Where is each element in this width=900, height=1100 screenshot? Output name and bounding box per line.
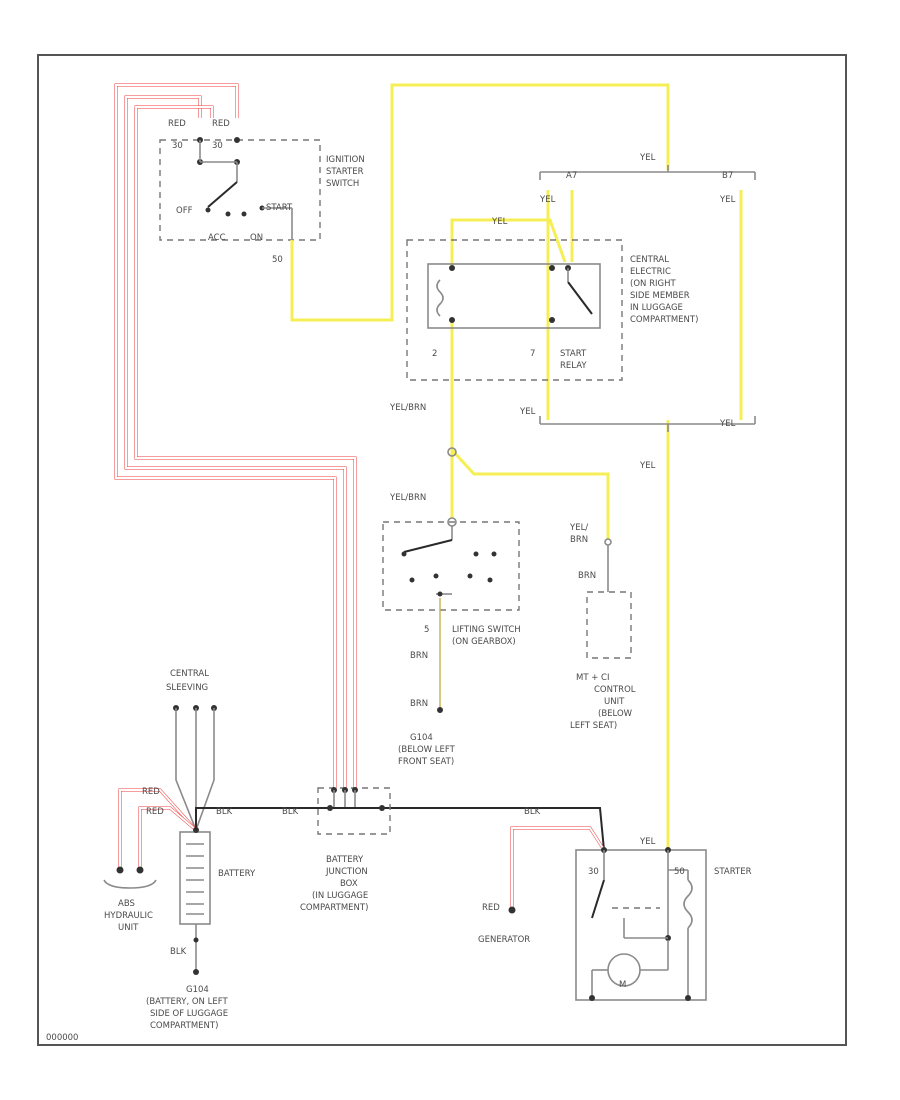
ignition-switch-label-3: SWITCH (326, 179, 359, 189)
lifting-switch (382, 517, 520, 713)
blk-label-2: BLK (282, 807, 299, 817)
blk-label-3: BLK (524, 807, 541, 817)
start-relay-label-2: RELAY (560, 361, 587, 371)
abs-unit-label-3: UNIT (118, 923, 139, 933)
blk-label-1: BLK (216, 807, 233, 817)
yel-left-label: YEL (539, 195, 556, 205)
ignition-switch-label-2: STARTER (326, 167, 364, 177)
relay-pin-2-label: 2 (432, 349, 437, 359)
yel-right-low-label: YEL (719, 419, 736, 429)
control-unit-label-3: UNIT (604, 697, 625, 707)
pin-5-label: 5 (424, 625, 429, 635)
b7-label: B7 (722, 171, 733, 181)
ign-30-label-1: 30 (172, 141, 183, 151)
acc-label: ACC (208, 233, 226, 243)
start-relay (406, 239, 623, 381)
central-electric-label-1: CENTRAL (630, 255, 669, 265)
brn-label-3: BRN (578, 571, 596, 581)
red-gen-label: RED (482, 903, 500, 913)
control-unit-label-2: CONTROL (594, 685, 636, 695)
generator-wire (508, 826, 606, 914)
ign-red-label-1: RED (168, 119, 186, 129)
off-label: OFF (176, 206, 193, 216)
junction-box-label-1: BATTERY (326, 855, 364, 865)
central-electric-label-3: (ON RIGHT (630, 279, 676, 289)
brn-label-2: BRN (410, 699, 428, 709)
g104-ground-label-1: G104 (410, 733, 433, 743)
starter-30-label: 30 (588, 867, 599, 877)
ignition-starter-switch (159, 137, 321, 241)
starter-label: STARTER (714, 867, 752, 877)
yel-brn-label-3a: YEL/ (569, 523, 588, 533)
brn-label-1: BRN (410, 651, 428, 661)
abs-unit-label-1: ABS (118, 899, 135, 909)
ignition-switch-label-1: IGNITION (326, 155, 365, 165)
red-bat-label-2: RED (146, 807, 164, 817)
central-electric-label-2: ELECTRIC (630, 267, 671, 277)
g104-ground-label-2: (BELOW LEFT (398, 745, 456, 755)
yel-brn-label-3b: BRN (570, 535, 588, 545)
relay-pin-7-label: 7 (530, 349, 535, 359)
battery (179, 827, 211, 975)
start-relay-label-1: START (560, 349, 587, 359)
ign-red-label-2: RED (212, 119, 230, 129)
control-unit-label-1: MT + CI (576, 673, 610, 683)
diagram-frame (37, 54, 847, 1046)
black-wires (195, 807, 605, 851)
yel-starter-label: YEL (639, 837, 656, 847)
generator-label: GENERATOR (478, 935, 530, 945)
abs-unit-label-2: HYDRAULIC (104, 911, 153, 921)
g104-battery-label-2: (BATTERY, ON LEFT (146, 997, 228, 1007)
central-sleeving-label-2: SLEEVING (166, 683, 208, 693)
yel-left-low-label: YEL (519, 407, 536, 417)
central-sleeving-label-1: CENTRAL (170, 669, 209, 679)
yel-brn-label-1: YEL/BRN (389, 403, 426, 413)
starter-50-label: 50 (674, 867, 685, 877)
splice-point (447, 447, 457, 457)
yel-right-label: YEL (719, 195, 736, 205)
red-bat-label-1: RED (142, 787, 160, 797)
g104-battery-label-1: G104 (186, 985, 209, 995)
ign-50-label: 50 (272, 255, 283, 265)
a7-label: A7 (566, 171, 577, 181)
figure-id: 000000 (46, 1033, 78, 1043)
starter (575, 847, 707, 1001)
ign-30-label-2: 30 (212, 141, 223, 151)
red-wire-bundle (114, 83, 357, 790)
battery-junction-box (317, 787, 391, 835)
yellow-wires (290, 83, 743, 850)
g104-ground-label-3: FRONT SEAT) (398, 757, 454, 767)
g104-battery-label-3: SIDE OF LUGGAGE (150, 1009, 228, 1019)
yel-brn-label-2: YEL/BRN (389, 493, 426, 503)
yel-top-label: YEL (639, 153, 656, 163)
motor-label: M (619, 980, 626, 990)
connector-bar-top (539, 165, 756, 432)
on-label: ON (250, 233, 263, 243)
lifting-switch-label-1: LIFTING SWITCH (452, 625, 521, 635)
start-label: START (266, 203, 293, 213)
yel-mid-label: YEL (639, 461, 656, 471)
control-unit-label-5: LEFT SEAT) (570, 721, 617, 731)
junction-box-label-3: BOX (340, 879, 358, 889)
junction-box-label-5: COMPARTMENT) (300, 903, 368, 913)
blk-bat-label: BLK (170, 947, 187, 957)
g104-battery-label-4: COMPARTMENT) (150, 1021, 218, 1031)
control-unit-label-4: (BELOW (598, 709, 633, 719)
junction-box-label-4: (IN LUGGAGE (312, 891, 368, 901)
central-electric-label-4: SIDE MEMBER (630, 291, 690, 301)
central-electric-label-6: COMPARTMENT) (630, 315, 698, 325)
battery-label: BATTERY (218, 869, 256, 879)
red-abs-wires (103, 788, 198, 889)
central-electric-label-5: IN LUGGAGE (630, 303, 683, 313)
yel-box-label: YEL (491, 217, 508, 227)
junction-box-label-2: JUNCTION (325, 867, 368, 877)
lifting-switch-label-2: (ON GEARBOX) (452, 637, 516, 647)
control-unit (586, 538, 632, 659)
